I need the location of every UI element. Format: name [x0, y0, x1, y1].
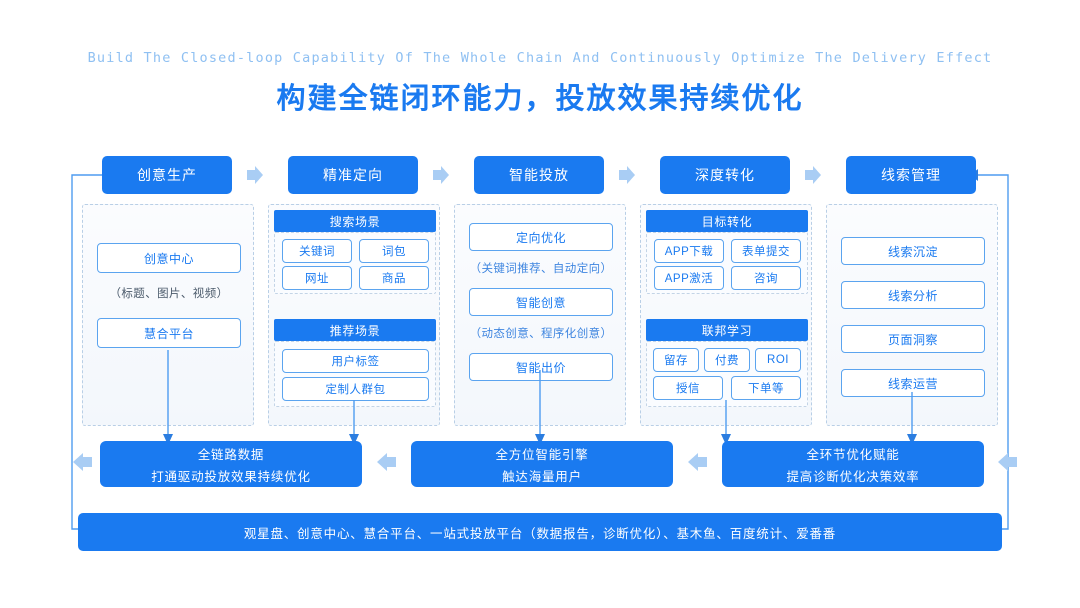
note-creative-types: （标题、图片、视频） — [109, 288, 229, 300]
stage-pill-precise-targeting[interactable]: 精准定向 — [288, 156, 418, 194]
stage-pill-intelligent-delivery[interactable]: 智能投放 — [474, 156, 604, 194]
note-smart-creative: （动态创意、程序化创意） — [469, 328, 613, 340]
item-smart-creative[interactable]: 智能创意 — [469, 288, 613, 316]
item-huihe-platform[interactable]: 慧合平台 — [97, 318, 241, 348]
arrow-down-icon — [721, 400, 731, 445]
stage-pill-row: 创意生产 精准定向 智能投放 深度转化 线索管理 — [0, 156, 1080, 194]
item-form-submit[interactable]: 表单提交 — [731, 239, 801, 263]
section-title-goal-conversion: 目标转化 — [646, 210, 808, 232]
item-smart-bidding[interactable]: 智能出价 — [469, 353, 613, 381]
item-user-tag[interactable]: 用户标签 — [282, 349, 429, 373]
arrow-down-icon — [907, 392, 917, 445]
column-panel-intelligent-delivery: 定向优化 （关键词推荐、自动定向） 智能创意 （动态创意、程序化创意） 智能出价 — [454, 204, 626, 426]
page-title: 构建全链闭环能力，投放效果持续优化 — [276, 83, 804, 115]
column-panel-creative-production: 创意中心 （标题、图片、视频） 慧合平台 — [82, 204, 254, 426]
result-line2: 提高诊断优化决策效率 — [786, 469, 920, 484]
column-panel-precise-targeting: 搜索场景 关键词 词包 网址 商品 推荐场景 用户标签 定制人群包 — [268, 204, 440, 426]
item-credit[interactable]: 授信 — [653, 376, 723, 400]
section-body-goal-conversion: APP下载 表单提交 APP激活 咨询 — [646, 232, 808, 294]
stage-pill-deep-conversion[interactable]: 深度转化 — [660, 156, 790, 194]
item-payment[interactable]: 付费 — [704, 348, 750, 372]
chevron-left-icon — [73, 453, 92, 471]
item-order[interactable]: 下单等 — [731, 376, 801, 400]
note-targeting-optimization: （关键词推荐、自动定向） — [469, 263, 613, 275]
item-creative-center[interactable]: 创意中心 — [97, 243, 241, 273]
chevron-left-icon — [998, 453, 1017, 471]
item-website[interactable]: 网址 — [282, 266, 352, 290]
arrow-down-icon — [535, 370, 545, 445]
result-line1: 全链路数据 — [197, 447, 265, 462]
item-lead-accumulation[interactable]: 线索沉淀 — [841, 237, 985, 265]
chevron-left-icon — [377, 453, 396, 471]
arrow-down-icon — [349, 400, 359, 445]
section-title-search-scene: 搜索场景 — [274, 210, 436, 232]
result-bar-full-chain-data[interactable]: 全链路数据 打通驱动投放效果持续优化 — [100, 441, 362, 487]
item-custom-audience[interactable]: 定制人群包 — [282, 377, 429, 401]
result-line1: 全环节优化赋能 — [806, 447, 900, 462]
chevron-left-icon — [688, 453, 707, 471]
section-title-recommend-scene: 推荐场景 — [274, 319, 436, 341]
item-retention[interactable]: 留存 — [653, 348, 699, 372]
stage-pill-creative-production[interactable]: 创意生产 — [102, 156, 232, 194]
stage-pill-lead-management[interactable]: 线索管理 — [846, 156, 976, 194]
result-bar-smart-engine[interactable]: 全方位智能引擎 触达海量用户 — [411, 441, 673, 487]
chevron-right-icon — [247, 166, 263, 184]
chevron-right-icon — [619, 166, 635, 184]
result-line2: 触达海量用户 — [502, 469, 582, 484]
item-lead-operation[interactable]: 线索运营 — [841, 369, 985, 397]
chevron-right-icon — [433, 166, 449, 184]
item-lead-analysis[interactable]: 线索分析 — [841, 281, 985, 309]
result-line1: 全方位智能引擎 — [495, 447, 589, 462]
section-title-federated-learning: 联邦学习 — [646, 319, 808, 341]
item-roi[interactable]: ROI — [755, 348, 801, 372]
item-app-activate[interactable]: APP激活 — [654, 266, 724, 290]
result-line2: 打通驱动投放效果持续优化 — [151, 469, 311, 484]
section-body-search-scene: 关键词 词包 网址 商品 — [274, 232, 436, 294]
item-word-pack[interactable]: 词包 — [359, 239, 429, 263]
item-product[interactable]: 商品 — [359, 266, 429, 290]
item-app-download[interactable]: APP下载 — [654, 239, 724, 263]
result-bar-full-optimization[interactable]: 全环节优化赋能 提高诊断优化决策效率 — [722, 441, 984, 487]
page-subtitle-en: Build The Closed-loop Capability Of The … — [87, 50, 993, 66]
column-panel-deep-conversion: 目标转化 APP下载 表单提交 APP激活 咨询 联邦学习 留存 付费 ROI … — [640, 204, 812, 426]
section-body-recommend-scene: 用户标签 定制人群包 — [274, 341, 436, 407]
page-header: Build The Closed-loop Capability Of The … — [0, 50, 1080, 117]
platform-footer-bar[interactable]: 观星盘、创意中心、慧合平台、一站式投放平台（数据报告，诊断优化）、基木鱼、百度统… — [78, 513, 1002, 551]
column-panel-lead-management: 线索沉淀 线索分析 页面洞察 线索运营 — [826, 204, 998, 426]
item-keyword[interactable]: 关键词 — [282, 239, 352, 263]
arrow-down-icon — [163, 350, 173, 445]
item-page-insight[interactable]: 页面洞察 — [841, 325, 985, 353]
section-body-federated-learning: 留存 付费 ROI 授信 下单等 — [646, 341, 808, 407]
item-consult[interactable]: 咨询 — [731, 266, 801, 290]
chevron-right-icon — [805, 166, 821, 184]
item-targeting-optimization[interactable]: 定向优化 — [469, 223, 613, 251]
